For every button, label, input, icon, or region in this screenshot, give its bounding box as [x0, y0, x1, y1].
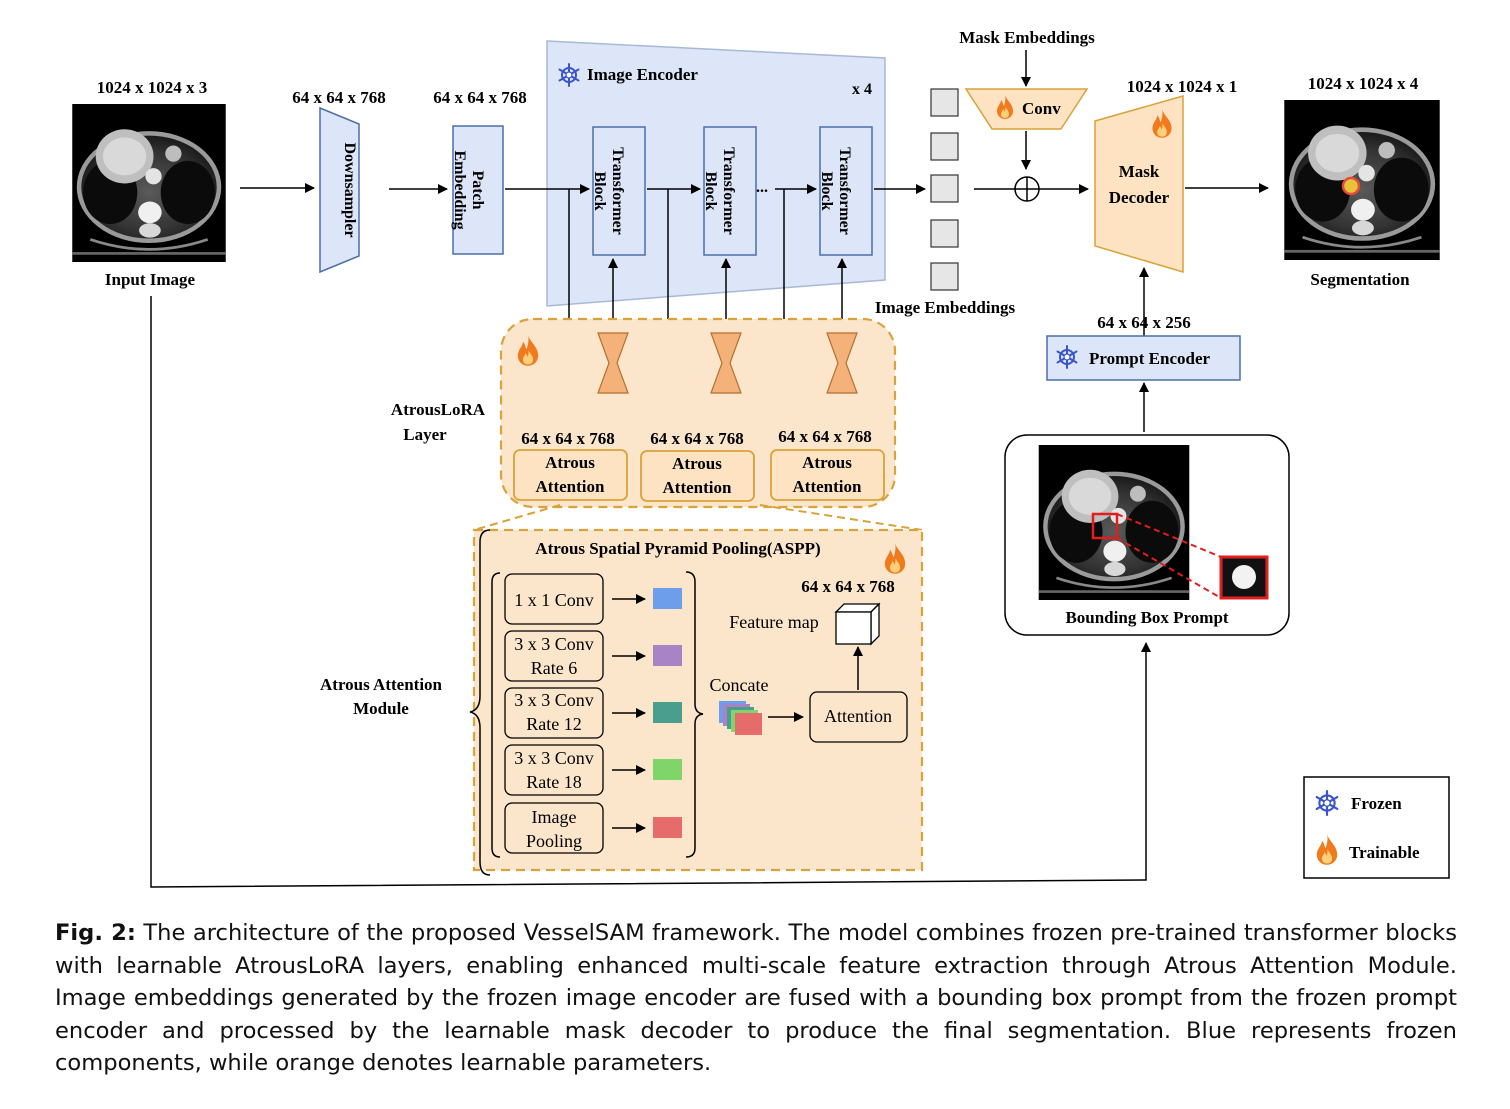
svg-text:Attention: Attention — [536, 477, 605, 496]
svg-text:Rate 12: Rate 12 — [526, 714, 582, 734]
svg-text:Pooling: Pooling — [526, 831, 582, 851]
feature-map-cube — [834, 602, 881, 646]
legend-frozen-label: Frozen — [1351, 794, 1402, 813]
branch-brace-right — [685, 571, 704, 858]
transformer-block-line1: Transformer — [836, 147, 853, 235]
aspp-branch-1: 1 x 1 Conv — [504, 573, 682, 625]
atrous-attention-block-1: Atrous Attention — [513, 449, 628, 501]
image-encoder-label: Image Encoder — [587, 65, 698, 84]
bbox-rectangle — [1091, 512, 1119, 540]
segmentation-ct-image — [1282, 100, 1442, 260]
atrous-attention-block-3: Atrous Attention — [770, 449, 885, 501]
aspp-branch-3: 3 x 3 Conv Rate 12 — [504, 687, 682, 739]
seg-dim-label: 1024 x 1024 x 4 — [1308, 74, 1419, 93]
architecture-diagram: Image Encoder x 4 Transformer Block Tran… — [70, 28, 1450, 888]
transformer-block-line2: Block — [818, 171, 835, 210]
patch-embedding-line2: Embedding — [451, 150, 468, 229]
transformer-block-line1: Transformer — [720, 147, 737, 235]
attention-dim-label: 64 x 64 x 768 — [778, 427, 872, 446]
segmentation-label: Segmentation — [1310, 270, 1410, 289]
atrous-lora-label-line2: Layer — [403, 425, 447, 444]
attention-block — [809, 691, 908, 743]
svg-text:Image: Image — [532, 807, 577, 827]
prompt-dim-label: 64 x 64 x 256 — [1097, 313, 1191, 332]
attention-label: Attention — [824, 706, 892, 726]
prompt-encoder-label: Prompt Encoder — [1089, 349, 1210, 368]
fusion-add-icon — [1014, 176, 1040, 202]
svg-text:Atrous: Atrous — [802, 453, 852, 472]
downsampler-block — [319, 106, 360, 274]
bbox-ct-image — [1037, 445, 1191, 600]
input-dim-label: 1024 x 1024 x 3 — [97, 78, 208, 97]
input-image-label: Input Image — [105, 270, 196, 289]
transformer-block-2: Transformer Block — [702, 126, 757, 256]
mask-dim-label: 1024 x 1024 x 1 — [1127, 77, 1238, 96]
figure-caption: Fig. 2: The architecture of the proposed… — [55, 917, 1457, 1080]
aspp-branch-4: 3 x 3 Conv Rate 18 — [504, 744, 682, 796]
mask-embeddings-label: Mask Embeddings — [959, 28, 1095, 47]
aspp-branch-5: Image Pooling — [504, 802, 682, 854]
bbox-zoom-lines — [1116, 513, 1222, 599]
block-ellipsis: ... — [756, 179, 768, 196]
aspp-branch-2: 3 x 3 Conv Rate 6 — [504, 630, 682, 682]
svg-text:Atrous: Atrous — [672, 454, 722, 473]
svg-text:1 x 1 Conv: 1 x 1 Conv — [514, 590, 594, 610]
atrous-lora-label-line1: AtrousLoRA — [391, 400, 486, 419]
feature-map-dim-label: 64 x 64 x 768 — [801, 577, 895, 596]
bbox-zoom-inset — [1219, 555, 1269, 600]
atrous-attention-block-2: Atrous Attention — [640, 450, 755, 502]
conv-block — [964, 88, 1089, 130]
transformer-block-1: Transformer Block — [591, 126, 646, 256]
concate-label: Concate — [710, 675, 769, 695]
transformer-block-line2: Block — [591, 171, 608, 210]
transformer-block-line2: Block — [702, 171, 719, 210]
image-embeddings-label: Image Embeddings — [875, 298, 1016, 317]
svg-text:Attention: Attention — [793, 477, 862, 496]
repeat-count-label: x 4 — [852, 81, 872, 98]
mask-decoder-line2: Decoder — [1109, 188, 1170, 207]
patch-embedding-line1: Patch — [469, 170, 486, 209]
input-ct-image — [70, 104, 228, 262]
downsampler-label: Downsampler — [341, 142, 358, 237]
aspp-module-box — [472, 528, 924, 872]
attention-dim-label: 64 x 64 x 768 — [521, 429, 615, 448]
feature-map-label: Feature map — [729, 612, 818, 632]
svg-text:Rate 18: Rate 18 — [526, 772, 582, 792]
module-brace — [469, 529, 491, 876]
caption-text: The architecture of the proposed VesselS… — [55, 920, 1457, 1076]
transformer-block-line1: Transformer — [609, 147, 626, 235]
prompt-encoder-block — [1046, 335, 1241, 381]
transformer-block-3: Transformer Block — [818, 126, 873, 256]
svg-text:Rate 6: Rate 6 — [531, 658, 578, 678]
svg-text:3 x 3 Conv: 3 x 3 Conv — [514, 690, 594, 710]
aspp-zoom-lines — [473, 504, 923, 531]
svg-text:3 x 3 Conv: 3 x 3 Conv — [514, 634, 594, 654]
aam-label-line2: Module — [353, 699, 409, 718]
mask-decoder-line1: Mask — [1119, 162, 1160, 181]
bbox-prompt-label: Bounding Box Prompt — [1065, 608, 1228, 627]
legend-trainable-label: Trainable — [1349, 843, 1420, 862]
lora-adapters — [597, 332, 858, 394]
aspp-title: Atrous Spatial Pyramid Pooling(ASPP) — [535, 539, 820, 558]
patch-embedding-block — [452, 125, 504, 255]
segmentation-mask-overlay — [1341, 176, 1361, 196]
downsampler-dim-label: 64 x 64 x 768 — [292, 88, 386, 107]
svg-text:Attention: Attention — [663, 478, 732, 497]
branch-brace-left — [491, 572, 501, 858]
image-embeddings-stack — [930, 88, 959, 291]
patch-dim-label: 64 x 64 x 768 — [433, 88, 527, 107]
aam-label-line1: Atrous Attention — [320, 675, 443, 694]
conv-label: Conv — [1022, 99, 1061, 118]
mask-decoder-block — [1094, 95, 1184, 274]
figure-label: Fig. 2: — [55, 920, 136, 946]
svg-text:Atrous: Atrous — [545, 453, 595, 472]
attention-dim-label: 64 x 64 x 768 — [650, 429, 744, 448]
svg-text:3 x 3 Conv: 3 x 3 Conv — [514, 748, 594, 768]
concat-feature-stack — [719, 701, 762, 735]
